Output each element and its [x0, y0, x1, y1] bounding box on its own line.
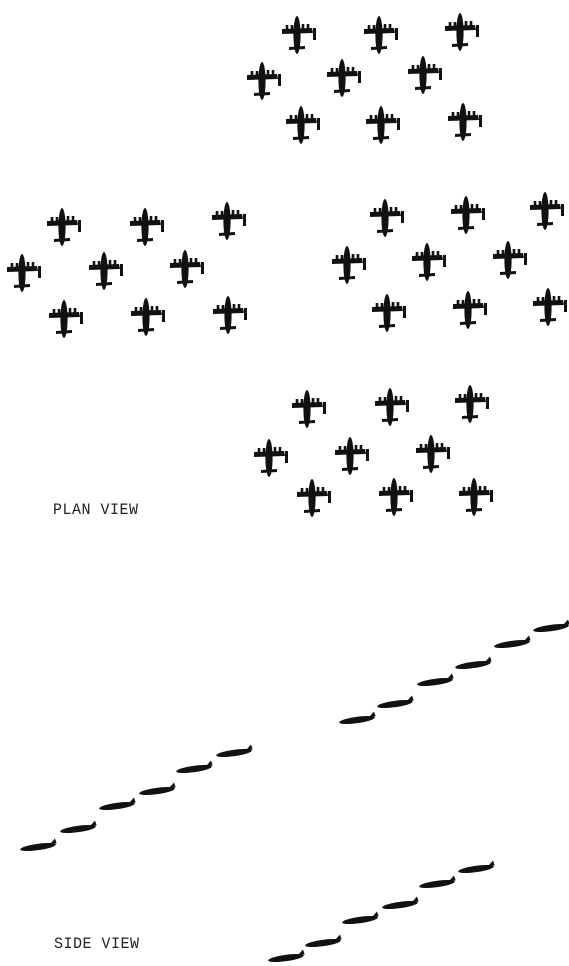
bomber-plan-icon: [453, 291, 487, 329]
bomber-plan-icon: [254, 439, 288, 477]
plan-view-label: PLAN VIEW: [53, 502, 139, 520]
bomber-plan-icon: [212, 202, 246, 240]
plan-view-formation: [7, 13, 567, 517]
bomber-side-icon: [138, 782, 176, 796]
bomber-plan-icon: [493, 241, 527, 279]
bomber-plan-icon: [445, 13, 479, 51]
bomber-side-icon: [532, 619, 569, 633]
bomber-side-icon: [59, 820, 97, 834]
bomber-plan-icon: [372, 294, 406, 332]
bomber-plan-icon: [130, 208, 164, 246]
bomber-plan-icon: [247, 62, 281, 100]
bomber-plan-icon: [49, 300, 83, 338]
bomber-side-icon: [98, 797, 136, 811]
side-view-label: SIDE VIEW: [54, 936, 140, 954]
bomber-side-icon: [338, 711, 376, 725]
bomber-plan-icon: [170, 250, 204, 288]
bomber-plan-icon: [364, 16, 398, 54]
bomber-side-icon: [304, 934, 342, 948]
bomber-side-icon: [19, 838, 57, 852]
bomber-side-icon: [457, 860, 495, 874]
bomber-side-icon: [493, 635, 531, 649]
bomber-plan-icon: [533, 288, 567, 326]
bomber-plan-icon: [370, 199, 404, 237]
bomber-plan-icon: [412, 243, 446, 281]
bomber-side-icon: [215, 744, 253, 758]
bomber-plan-icon: [282, 16, 316, 54]
bomber-plan-icon: [332, 246, 366, 284]
bomber-side-icon: [376, 695, 414, 709]
bomber-plan-icon: [297, 479, 331, 517]
bomber-plan-icon: [530, 192, 564, 230]
bomber-plan-icon: [451, 196, 485, 234]
bomber-plan-icon: [327, 59, 361, 97]
bomber-side-icon: [267, 949, 305, 963]
bomber-side-icon: [341, 911, 379, 925]
bomber-plan-icon: [7, 254, 41, 292]
bomber-plan-icon: [416, 435, 450, 473]
bomber-plan-icon: [379, 478, 413, 516]
bomber-plan-icon: [292, 390, 326, 428]
bomber-side-icon: [418, 875, 456, 889]
bomber-plan-icon: [335, 437, 369, 475]
bomber-plan-icon: [89, 252, 123, 290]
bomber-plan-icon: [448, 103, 482, 141]
bomber-plan-icon: [408, 56, 442, 94]
bomber-plan-icon: [366, 106, 400, 144]
bomber-plan-icon: [47, 208, 81, 246]
bomber-plan-icon: [455, 385, 489, 423]
bomber-plan-icon: [286, 106, 320, 144]
bomber-side-icon: [416, 673, 454, 687]
side-view-formation: [19, 619, 569, 963]
bomber-side-icon: [381, 896, 419, 910]
bomber-plan-icon: [213, 296, 247, 334]
bomber-side-icon: [175, 760, 213, 774]
bomber-plan-icon: [375, 388, 409, 426]
bomber-plan-icon: [459, 478, 493, 516]
bomber-plan-icon: [131, 298, 165, 336]
bomber-side-icon: [454, 656, 492, 670]
